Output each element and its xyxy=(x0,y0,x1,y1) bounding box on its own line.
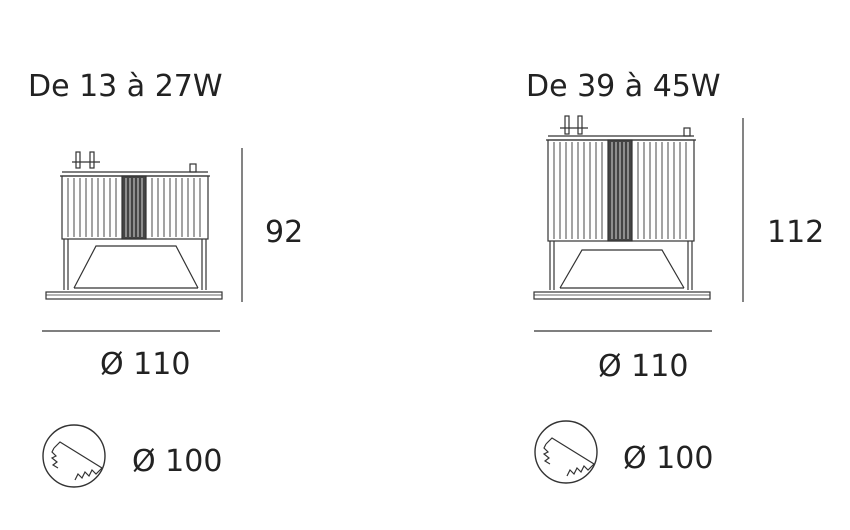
power-range-label-large: De 39 à 45W xyxy=(526,69,721,104)
fixture-drawing-small xyxy=(45,151,223,300)
height-label-large: 112 xyxy=(767,215,825,250)
power-range-label-small: De 13 à 27W xyxy=(28,69,223,104)
saw-cutout-icon xyxy=(534,420,598,484)
saw-cutout-icon xyxy=(42,424,106,488)
diameter-label-large: Ø 110 xyxy=(598,349,689,384)
fixture-drawing-large xyxy=(533,115,711,300)
diameter-label-small: Ø 110 xyxy=(100,347,191,382)
height-label-small: 92 xyxy=(265,215,304,250)
cutout-label-large: Ø 100 xyxy=(623,441,714,476)
cutout-label-small: Ø 100 xyxy=(132,444,223,479)
